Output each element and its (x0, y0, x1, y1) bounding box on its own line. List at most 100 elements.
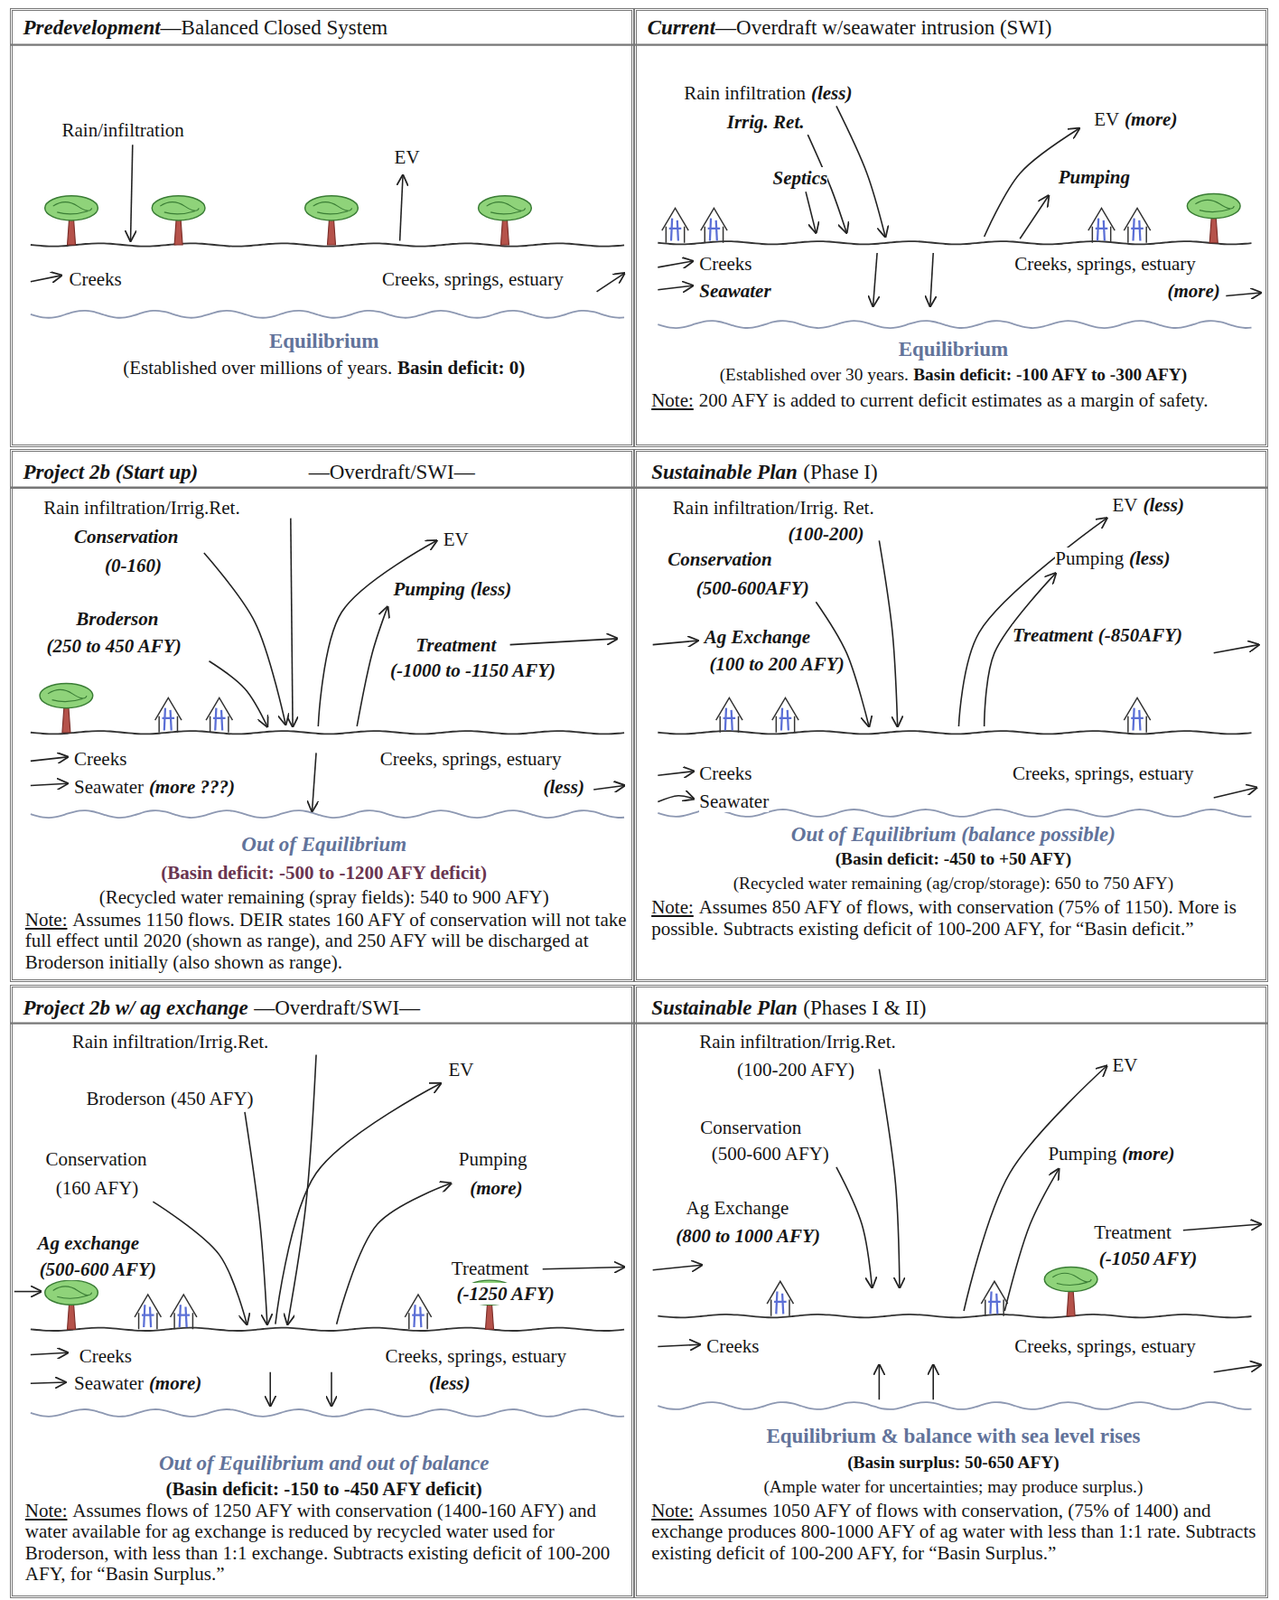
flow-arrow (336, 1183, 451, 1325)
note-text: Assumes 1150 flows. DEIR states 160 AFY … (25, 908, 627, 973)
flow-arrow (657, 795, 694, 803)
flow-label: Pumping (392, 578, 465, 600)
label-block: Rain infiltration/Irrig. Ret. (672, 496, 875, 520)
label-block: Creeks, springs, estuary (380, 747, 562, 771)
flow-label: Creeks (699, 252, 752, 275)
flow-label: Broderson (75, 607, 159, 630)
flow-label: Seawater (74, 1372, 144, 1394)
summary-block: Equilibrium & balance with sea level ris… (647, 1423, 1261, 1448)
panel-title: Sustainable Plan (651, 460, 798, 484)
label-block: Treatment(-850AFY) (1012, 624, 1183, 647)
flow-label: Conservation (45, 1148, 147, 1170)
water-table-line (30, 310, 625, 318)
summary-block: (Basin deficit: -450 to +50 AFY) (641, 849, 1266, 870)
flow-label: (500-600 AFY) (39, 1258, 157, 1280)
label-block: (500-600AFY) (696, 577, 810, 600)
flow-arrow (312, 752, 318, 811)
label-block: Treatment (451, 1257, 530, 1280)
flow-arrow (30, 1352, 68, 1354)
label-block: Seawater(more) (74, 1372, 202, 1395)
panel-subtitle: —Overdraft w/seawater intrusion (SWI) (715, 16, 1052, 39)
flow-arrow (510, 638, 618, 645)
house-sketch (155, 697, 182, 732)
tree-sketch (1186, 194, 1241, 243)
tree-sketch (45, 1279, 99, 1329)
flow-label: (100-200) (787, 522, 864, 545)
panel-title: Predevelopment (23, 16, 161, 39)
status-heading: Out of Equilibrium (241, 832, 407, 856)
label-block: Irrig. Ret. (727, 111, 805, 134)
flow-label: EV (394, 146, 421, 169)
deficit-text: (Basin surplus: 50-650 AFY) (847, 1452, 1059, 1472)
label-block: Seawater (699, 790, 769, 813)
flow-label: Creeks (699, 762, 752, 785)
label-block: (more) (1167, 280, 1221, 303)
panel-title: Project 2b w/ ag exchange (23, 996, 249, 1019)
flow-label: (-1050 AFY) (1099, 1247, 1197, 1270)
flow-arrow (873, 252, 878, 307)
house-sketch (700, 207, 728, 243)
flow-label: (100 to 200 AFY) (709, 653, 845, 675)
flow-arrow (657, 771, 694, 776)
label-block: Project 2b (Start up) (23, 459, 199, 485)
flow-label: Ag exchange (37, 1232, 140, 1254)
house-sketch (1123, 207, 1150, 243)
flow-arrow (1004, 1168, 1059, 1311)
label-block: Project 2b w/ ag exchange—Overdraft/SWI— (23, 995, 421, 1020)
flow-label: (160 AFY) (56, 1176, 140, 1199)
water-table-line (30, 810, 625, 818)
summary-text: (Established over 30 years. (719, 364, 909, 384)
flow-label: Broderson (86, 1087, 167, 1110)
note-label: Note: (25, 1499, 68, 1522)
flow-arrow (653, 640, 699, 645)
ground-line (657, 730, 1251, 734)
flow-arrow (1213, 787, 1257, 798)
tree-sketch (1044, 1266, 1098, 1316)
flow-arrow (30, 275, 62, 282)
label-block: Conservation (700, 1116, 802, 1139)
label-block: (100 to 200 AFY) (709, 653, 845, 676)
summary-block: (Basin deficit: -150 to -450 AFY deficit… (18, 1477, 631, 1501)
tree-sketch (305, 196, 359, 245)
label-block: Rain/infiltration (61, 119, 184, 142)
label-block: Current—Overdraft w/seawater intrusion (… (647, 15, 1053, 40)
flow-label: (more) (149, 1372, 202, 1394)
flow-label: (250 to 450 AFY) (46, 634, 182, 657)
ground-line (657, 241, 1251, 244)
label-block: EV (443, 528, 469, 551)
label-block: EV (448, 1058, 474, 1082)
label-block: (-1250 AFY) (456, 1282, 554, 1306)
label-block: Rain infiltration/Irrig.Ret. (43, 496, 241, 520)
panel-title: Sustainable Plan (651, 996, 798, 1019)
house-sketch (1123, 697, 1150, 732)
water-table-line (657, 1401, 1251, 1410)
flow-label: Treatment (1012, 624, 1093, 646)
flow-label: Seawater (699, 280, 771, 302)
note-text: Assumes 850 AFY of flows, with conservat… (651, 896, 1237, 940)
label-block: (100-200 AFY) (737, 1058, 855, 1082)
panel-subtitle: —Overdraft/SWI— (253, 996, 421, 1019)
flow-arrow (984, 573, 1056, 727)
flow-label: Creeks, springs, estuary (1014, 252, 1196, 275)
label-block: Rain infiltration/Irrig.Ret. (699, 1030, 897, 1054)
label-block: Seawater (699, 280, 771, 303)
summary-block: (Basin deficit: -500 to -1200 AFY defici… (18, 861, 631, 885)
deficit-text: Basin deficit: -100 AFY to -300 AFY) (913, 364, 1187, 384)
flow-arrow (208, 661, 267, 727)
flow-label: (more ???) (149, 775, 235, 798)
note-label: Note: (651, 896, 694, 918)
summary-block: Out of Equilibrium and out of balance (28, 1450, 620, 1476)
status-heading: Out of Equilibrium and out of balance (158, 1451, 490, 1475)
flow-arrow (1225, 292, 1261, 296)
flow-arrow (878, 1364, 881, 1400)
flow-arrow (152, 1201, 247, 1325)
house-sketch (170, 1294, 197, 1329)
label-block: Creeks (706, 1335, 759, 1358)
house-sketch (662, 207, 689, 243)
label-block: Broderson(450 AFY) (86, 1087, 254, 1111)
label-block: Treatment (415, 634, 496, 657)
scenario-panel: Project 2b w/ ag exchange—Overdraft/SWI—… (9, 984, 635, 1599)
flow-arrow (930, 252, 934, 307)
flow-label: (100-200 AFY) (737, 1058, 855, 1081)
deficit-text: (Basin deficit: -450 to +50 AFY) (835, 849, 1073, 869)
